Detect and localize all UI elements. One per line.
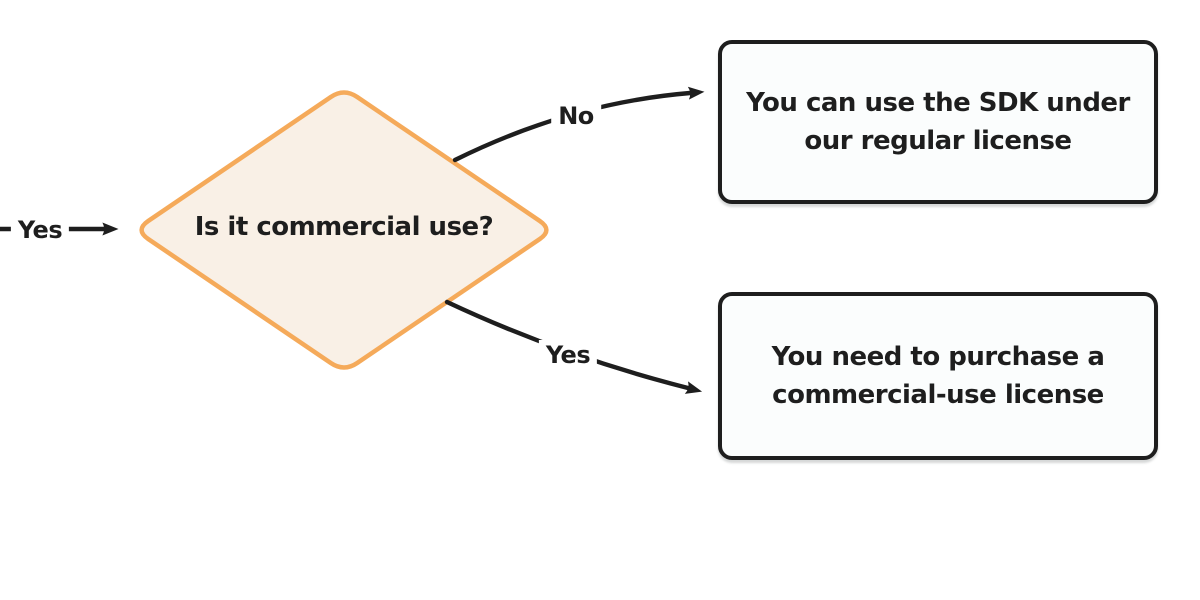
yes-edge-label: Yes (538, 340, 598, 370)
outcome-box-regular-license: You can use the SDK under our regular li… (718, 40, 1158, 204)
outcome-line: commercial-use license (772, 380, 1104, 410)
outcome-line: our regular license (804, 126, 1072, 156)
entry-edge-label: Yes (10, 215, 70, 245)
outcome-box-commercial-license: You need to purchase a commercial-use li… (718, 292, 1158, 460)
outcome-line: You need to purchase a (771, 342, 1105, 372)
outcome-line: You can use the SDK under (746, 88, 1130, 118)
no-edge-label: No (551, 101, 601, 131)
decision-diamond-shape (139, 90, 549, 370)
decision-node-label: Is it commercial use? (194, 212, 494, 242)
